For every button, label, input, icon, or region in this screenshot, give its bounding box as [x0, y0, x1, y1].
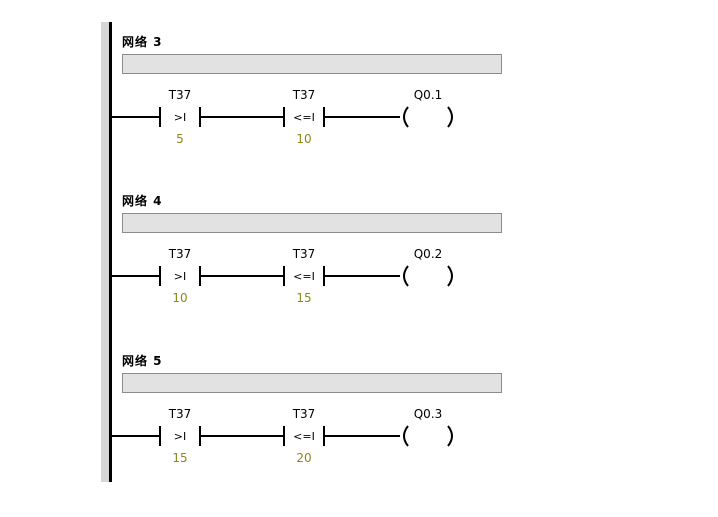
contact-compare-value[interactable]: 10 [296, 132, 311, 146]
network-title: 网络 4 [122, 194, 163, 208]
contact-operator: <=I [293, 111, 315, 124]
contact-compare-value[interactable]: 20 [296, 451, 311, 465]
contact-address[interactable]: T37 [168, 247, 192, 261]
contact-compare-value[interactable]: 15 [172, 451, 187, 465]
contact-address[interactable]: T37 [168, 88, 192, 102]
coil-right-arc [447, 265, 453, 287]
coil-left-arc [403, 425, 409, 447]
network-title: 网络 5 [122, 354, 163, 368]
contact-compare-value[interactable]: 10 [172, 291, 187, 305]
power-rail-shadow [101, 22, 109, 482]
network-3[interactable]: 网络 3 T37 >I 5 T37 <=I 10 Q0.1 [0, 33, 718, 153]
coil-address[interactable]: Q0.1 [414, 88, 443, 102]
network-comment-field[interactable] [122, 54, 502, 74]
coil-right-arc [447, 425, 453, 447]
contact-operator: >I [174, 270, 186, 283]
network-title: 网络 3 [122, 35, 163, 49]
contact-address[interactable]: T37 [292, 247, 316, 261]
network-comment-field[interactable] [122, 373, 502, 393]
coil-left-arc [403, 106, 409, 128]
ladder-rung: T37 >I 5 T37 <=I 10 Q0.1 [112, 88, 453, 146]
contact-address[interactable]: T37 [168, 407, 192, 421]
power-rail [109, 22, 112, 482]
contact-address[interactable]: T37 [292, 407, 316, 421]
contact-operator: <=I [293, 430, 315, 443]
ladder-rung: T37 >I 15 T37 <=I 20 Q0.3 [112, 407, 453, 465]
contact-operator: >I [174, 111, 186, 124]
network-5[interactable]: 网络 5 T37 >I 15 T37 <=I 20 Q0.3 [0, 352, 718, 472]
ladder-rung: T37 >I 10 T37 <=I 15 Q0.2 [112, 247, 453, 305]
network-4[interactable]: 网络 4 T37 >I 10 T37 <=I 15 Q0.2 [0, 192, 718, 312]
coil-right-arc [447, 106, 453, 128]
coil-address[interactable]: Q0.3 [414, 407, 443, 421]
contact-address[interactable]: T37 [292, 88, 316, 102]
network-comment-field[interactable] [122, 213, 502, 233]
contact-compare-value[interactable]: 15 [296, 291, 311, 305]
coil-address[interactable]: Q0.2 [414, 247, 443, 261]
contact-operator: <=I [293, 270, 315, 283]
contact-operator: >I [174, 430, 186, 443]
contact-compare-value[interactable]: 5 [176, 132, 184, 146]
coil-left-arc [403, 265, 409, 287]
